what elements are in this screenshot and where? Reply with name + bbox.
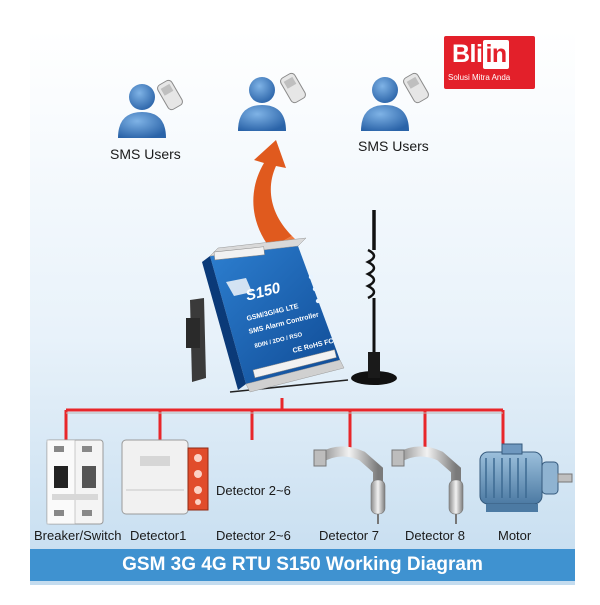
person-icon: [249, 77, 275, 103]
sms-user-middle: [238, 72, 306, 131]
label-detector2-6: Detector 2~6: [216, 528, 291, 543]
sms-users-label-left: SMS Users: [110, 146, 181, 162]
label-detector2-6-side: Detector 2~6: [216, 483, 291, 498]
wiring-bus: [64, 398, 505, 448]
sms-arrow-icon: [253, 140, 292, 248]
phone-icon: [403, 72, 429, 104]
antenna: [229, 210, 397, 393]
s150-device: [186, 237, 345, 393]
sms-user-left: [118, 79, 183, 138]
terminal-block: [213, 246, 337, 379]
sms-users-label-right: SMS Users: [358, 138, 429, 154]
label-detector7: Detector 7: [319, 528, 379, 543]
detector7-float-switch: [313, 446, 386, 524]
label-breaker: Breaker/Switch: [34, 528, 122, 543]
motor: [479, 443, 573, 512]
label-motor: Motor: [498, 528, 532, 543]
phone-icon: [157, 79, 183, 111]
label-detector1: Detector1: [130, 528, 187, 543]
label-detector8: Detector 8: [405, 528, 465, 543]
sms-user-right: [361, 72, 429, 131]
brand-tagline: Solusi Mitra Anda: [448, 73, 511, 82]
phone-icon: [280, 72, 306, 104]
breaker-switch: [46, 439, 104, 525]
footer: GSM 3G 4G RTU S150 Working Diagram: [30, 549, 575, 581]
person-icon: [372, 77, 398, 103]
detector8-float-switch: [391, 446, 464, 524]
diagram-title: GSM 3G 4G RTU S150 Working Diagram: [122, 554, 483, 575]
detector1-device: [121, 439, 209, 515]
person-icon: [129, 84, 155, 110]
